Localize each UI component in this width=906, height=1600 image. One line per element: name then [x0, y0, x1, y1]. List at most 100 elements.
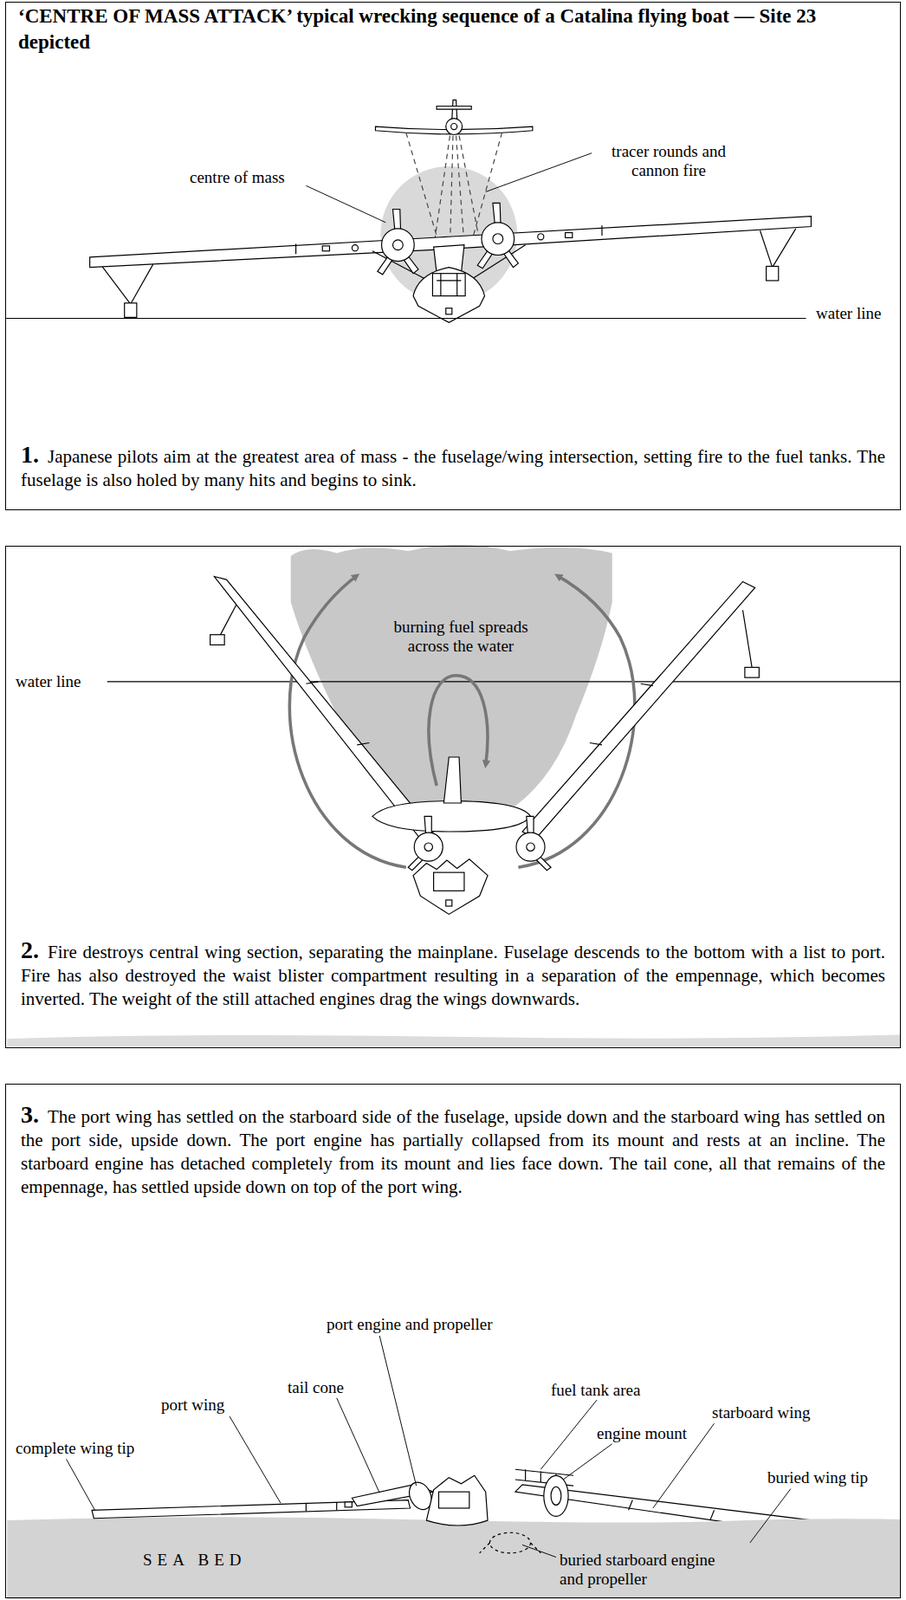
sinking-catalina — [446, 899, 453, 906]
sinking-catalina — [526, 842, 535, 851]
catalina-front — [446, 308, 453, 315]
catalina-front — [322, 245, 330, 252]
catalina-front — [565, 232, 573, 239]
wreck — [543, 1475, 569, 1516]
catalina-front — [90, 202, 812, 323]
step-number: 2. — [20, 936, 39, 964]
fighter-plane — [436, 106, 472, 111]
leader-lines — [379, 1335, 416, 1486]
catalina-front — [351, 245, 358, 252]
sinking-catalina — [424, 842, 433, 851]
part-label: fuel tank area — [550, 1380, 641, 1400]
centre-of-mass-area — [380, 166, 518, 304]
wreck — [550, 1486, 562, 1505]
leader-lines — [522, 1544, 557, 1557]
burning-fuel-smoke — [291, 544, 613, 807]
leader-lines — [305, 153, 592, 223]
buried-engine — [489, 1532, 531, 1554]
sinking-catalina — [433, 872, 465, 891]
catalina-front — [432, 273, 466, 297]
water-line — [107, 680, 901, 682]
centre-of-mass-area — [380, 166, 518, 304]
tracer-fire — [456, 135, 465, 246]
tracer-fire — [434, 135, 451, 241]
step-panel: 1.Japanese pilots aim at the greatest ar… — [5, 1, 901, 511]
water-line — [6, 317, 806, 319]
catalina-front — [760, 228, 796, 268]
fighter-plane — [375, 99, 532, 135]
catalina-front — [481, 222, 515, 256]
sinking-catalina — [516, 832, 545, 861]
part-label: tracer rounds and cannon fire — [595, 142, 743, 181]
buried-engine — [479, 1532, 542, 1554]
wreck — [91, 1469, 574, 1526]
wreck — [305, 1501, 337, 1512]
sinking-catalina — [443, 757, 461, 803]
sinking-catalina — [522, 581, 756, 839]
sea-bed — [6, 1516, 900, 1599]
part-label: buried wing tip — [767, 1468, 868, 1488]
leader-lines — [485, 153, 593, 193]
catalina-front — [102, 264, 154, 305]
starboard-wing — [628, 1500, 715, 1521]
step-number: 3. — [20, 1100, 39, 1128]
leader-lines — [750, 1488, 791, 1543]
part-label: starboard wing — [711, 1403, 810, 1423]
fighter-plane — [446, 118, 463, 136]
catalina-front — [413, 267, 485, 324]
sinking-catalina — [210, 634, 225, 646]
sinking-catalina — [744, 666, 759, 678]
part-label: SEA BED — [142, 1550, 247, 1570]
sinking-catalina — [305, 681, 653, 745]
part-label: buried starboard engine and propeller — [559, 1550, 716, 1589]
sinking-catalina — [372, 801, 531, 832]
step-number: 1. — [20, 440, 39, 468]
catalina-front — [381, 228, 415, 262]
leader-lines — [336, 1397, 380, 1494]
part-label: water line — [15, 672, 81, 692]
wreck — [344, 1501, 352, 1508]
step-text: The port wing has settled on the starboa… — [20, 1106, 886, 1198]
leader-lines — [563, 1443, 613, 1480]
step-caption: 1.Japanese pilots aim at the greatest ar… — [20, 442, 886, 492]
part-label: complete wing tip — [15, 1438, 135, 1458]
catalina-front — [766, 265, 779, 280]
part-label: water line — [815, 304, 881, 324]
step-caption: 3.The port wing has settled on the starb… — [20, 1102, 886, 1199]
leader-lines — [305, 185, 386, 222]
part-label: burning fuel spreads across the water — [374, 617, 548, 656]
step-text: Fire destroys central wing section, sepa… — [20, 941, 886, 1010]
leader-lines — [66, 1458, 96, 1510]
wreck — [439, 1491, 470, 1508]
part-label: centre of mass — [189, 168, 285, 188]
sinking-catalina — [413, 859, 488, 915]
diagram-title: ‘CENTRE OF MASS ATTACK’ typical wrecking… — [18, 3, 889, 56]
step-text: Japanese pilots aim at the greatest area… — [20, 446, 886, 491]
sinking-catalina — [213, 576, 434, 840]
catalina-front — [436, 273, 461, 297]
tracer-fire — [406, 132, 440, 243]
seabed-strip — [6, 1034, 900, 1047]
catalina-front — [124, 303, 137, 318]
sinking-catalina — [414, 832, 443, 861]
step-caption: 2.Fire destroys central wing section, se… — [20, 938, 886, 1011]
part-label: port wing — [161, 1395, 225, 1415]
sea-bed — [6, 1516, 900, 1599]
sinking-catalina — [210, 576, 760, 915]
part-label: port engine and propeller — [326, 1314, 493, 1334]
water-line — [6, 317, 806, 319]
tracer-fire — [449, 135, 453, 247]
sinking-catalina — [219, 603, 237, 637]
step-panel: 3.The port wing has settled on the starb… — [5, 1083, 901, 1599]
wreck — [426, 1475, 488, 1526]
water-line — [107, 680, 901, 682]
leader-lines — [229, 1416, 281, 1503]
catalina-front — [393, 239, 404, 251]
burning-fuel-smoke — [291, 544, 613, 807]
leader-lines — [66, 1335, 791, 1558]
fighter-plane — [451, 123, 458, 130]
part-label: tail cone — [287, 1378, 344, 1398]
sinking-catalina — [743, 609, 753, 667]
